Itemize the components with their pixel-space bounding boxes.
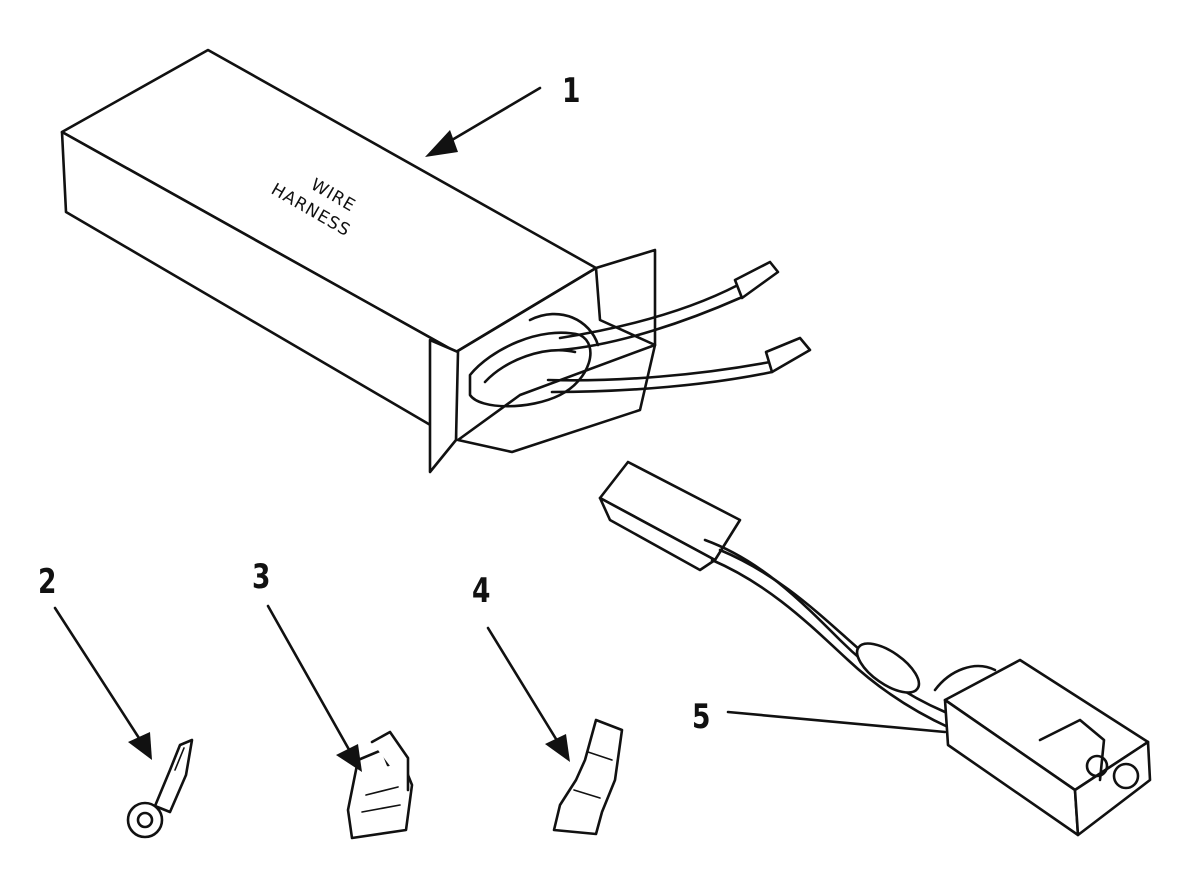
callout-number-1: 1 <box>562 71 581 111</box>
flag-terminal <box>266 604 414 840</box>
callout-number-4: 4 <box>472 571 491 611</box>
callout-number-5: 5 <box>692 697 711 737</box>
wire-harness-box: WIRE HARNESS <box>60 48 812 474</box>
callout-arrow-2 <box>53 606 150 754</box>
ring-terminal <box>53 606 194 839</box>
jumper-harness <box>598 460 1152 837</box>
callout-number-2: 2 <box>38 562 57 602</box>
callout-leader-5 <box>726 710 947 734</box>
callout-arrow-4 <box>486 626 566 754</box>
callout-number-3: 3 <box>252 557 271 597</box>
callout-arrow-3 <box>266 604 358 764</box>
spade-terminal <box>486 626 624 836</box>
